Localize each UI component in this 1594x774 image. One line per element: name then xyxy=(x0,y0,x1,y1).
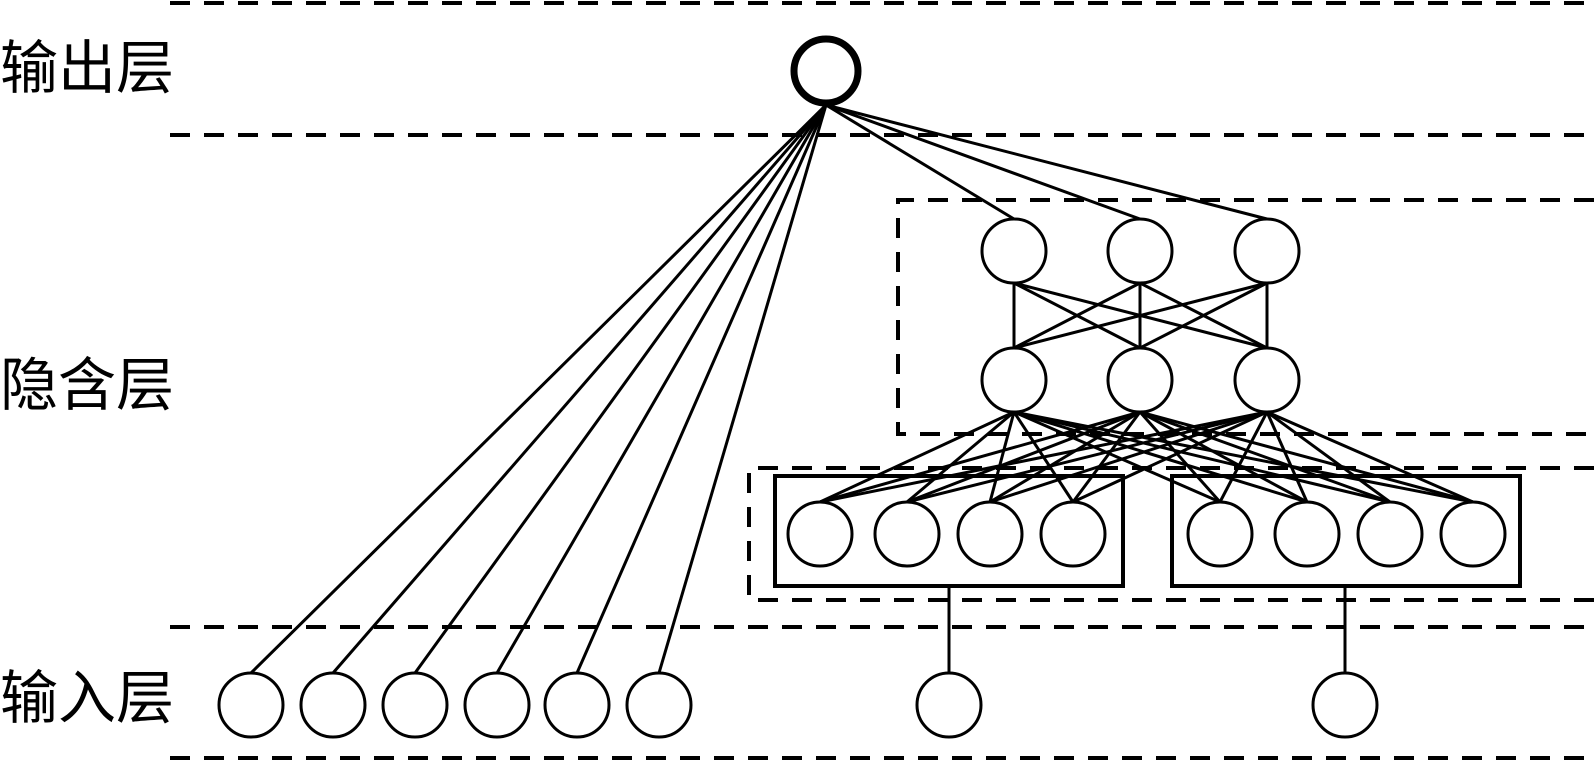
edge-output-wide xyxy=(331,104,828,674)
edge-output-wide xyxy=(249,103,828,675)
edge-hidden-hidden xyxy=(1013,281,1268,350)
output-node xyxy=(790,35,862,107)
embedding-node-left xyxy=(956,500,1024,568)
network-nodes xyxy=(217,35,1507,739)
edge-hidden-embedding xyxy=(1139,410,1391,504)
edge-output-hidden xyxy=(825,103,1015,221)
wide-input-node xyxy=(543,671,611,739)
edge-hidden-embedding xyxy=(819,410,1015,504)
edge-hidden-embedding xyxy=(1266,410,1391,504)
edge-hidden-embedding xyxy=(1013,410,1391,504)
hidden-node-lower xyxy=(1106,346,1174,414)
embedding-node-left xyxy=(786,500,854,568)
output-layer-label: 输出层 xyxy=(0,34,174,102)
edge-hidden-embedding xyxy=(989,410,1268,504)
edge-output-wide xyxy=(657,104,828,674)
edge-hidden-embedding xyxy=(1265,411,1309,503)
embedding-node-left xyxy=(1039,500,1107,568)
edge-output-wide xyxy=(413,104,828,674)
deep-input-node xyxy=(915,671,983,739)
edge-hidden-hidden xyxy=(1139,281,1268,350)
edge-hidden-embedding xyxy=(1072,410,1268,504)
wide-input-node xyxy=(463,671,531,739)
wide-input-node xyxy=(217,671,285,739)
edge-hidden-embedding xyxy=(906,410,1015,504)
hidden-node-upper xyxy=(1106,217,1174,285)
dense-hidden-group xyxy=(896,198,1594,436)
edge-hidden-embedding xyxy=(1071,411,1142,503)
edge-hidden-embedding xyxy=(1013,410,1308,504)
edge-hidden-embedding xyxy=(1266,410,1474,504)
hidden-node-lower xyxy=(1233,346,1301,414)
connection-edges xyxy=(249,103,1474,675)
embedding-group xyxy=(747,466,1594,602)
edge-output-wide xyxy=(575,104,828,674)
embedding-node-right xyxy=(1439,500,1507,568)
hidden-node-lower xyxy=(980,346,1048,414)
hidden-node-upper xyxy=(1233,217,1301,285)
embedding-node-right xyxy=(1356,500,1424,568)
edge-hidden-embedding xyxy=(819,410,1141,504)
edge-hidden-embedding xyxy=(906,410,1268,504)
edge-output-hidden xyxy=(825,103,1268,221)
edge-hidden-hidden xyxy=(1013,281,1141,350)
embedding-node-left xyxy=(873,500,941,568)
edge-output-wide xyxy=(495,104,828,674)
edge-hidden-embedding xyxy=(989,410,1141,504)
input-layer-label: 输入层 xyxy=(0,664,174,732)
wide-input-node xyxy=(381,671,449,739)
embedding-node-right xyxy=(1186,500,1254,568)
edge-hidden-embedding xyxy=(819,410,1268,504)
hidden-layer-label: 隐含层 xyxy=(0,351,174,419)
edge-hidden-embedding xyxy=(1139,410,1308,504)
hidden-node-upper xyxy=(980,217,1048,285)
edge-output-hidden xyxy=(825,103,1141,221)
edge-hidden-embedding xyxy=(988,411,1016,503)
edge-hidden-embedding xyxy=(1138,411,1222,503)
edge-hidden-embedding xyxy=(1218,411,1269,503)
wide-input-node xyxy=(625,671,693,739)
edge-hidden-embedding xyxy=(1013,410,1221,504)
edge-hidden-embedding xyxy=(906,410,1141,504)
embedding-node-right xyxy=(1273,500,1341,568)
wide-input-node xyxy=(299,671,367,739)
layer-separators xyxy=(170,1,1594,760)
deep-input-node xyxy=(1311,671,1379,739)
